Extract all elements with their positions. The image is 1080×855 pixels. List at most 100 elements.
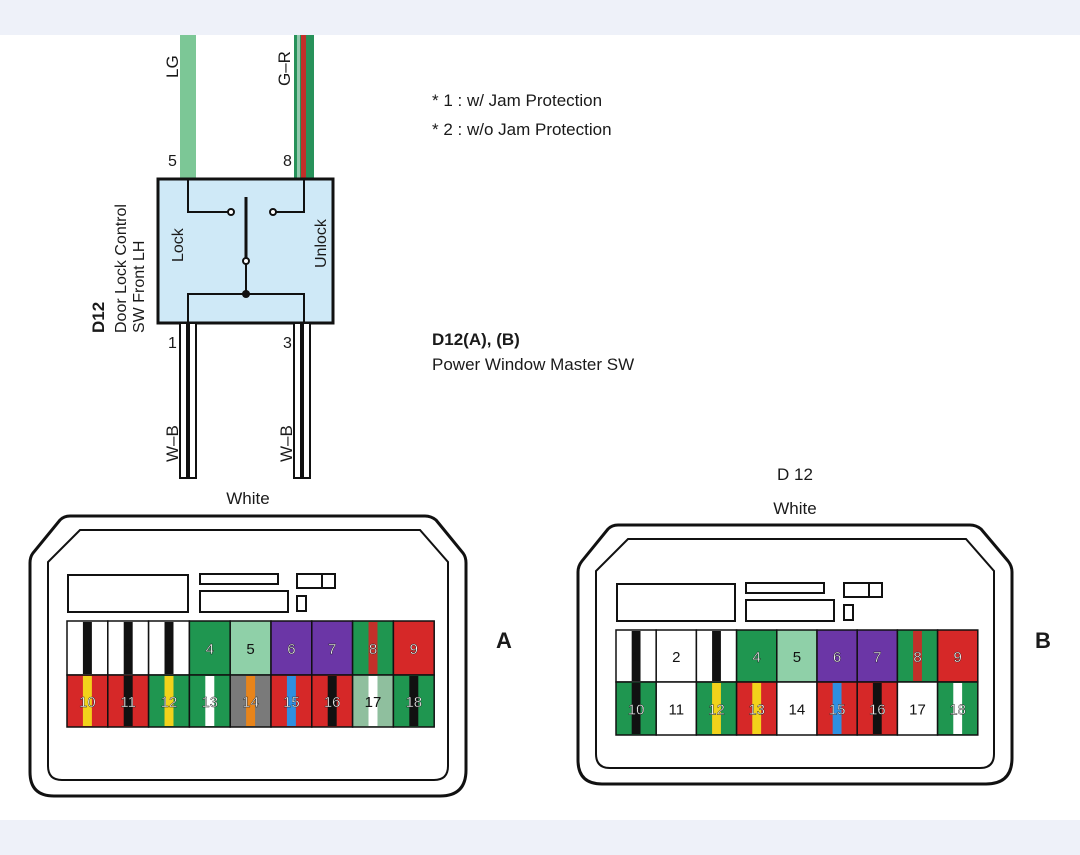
pin-cell-5: 5 [776, 629, 818, 683]
pin-cell-8: 8 [351, 620, 395, 676]
door-lock-switch: Lock Unlock [156, 177, 335, 325]
pin-number: 10 [79, 694, 96, 711]
connector-b-letter: B [1035, 628, 1051, 653]
pin-cell-5: 5 [229, 620, 272, 676]
wire-lg [180, 35, 196, 181]
pin-number: 15 [829, 702, 846, 719]
pin-number: 5 [246, 641, 254, 658]
pin-cell-14: 14 [229, 674, 272, 728]
pin-cell-15: 15 [816, 681, 858, 736]
pin-cell-6: 6 [816, 629, 858, 683]
pin-cell-7: 7 [311, 620, 354, 676]
pin-cell-12: 12 [147, 674, 191, 728]
pin-number: 6 [287, 641, 295, 658]
wire-label-w-b-1: W–B [163, 425, 182, 462]
pin-cell-1: 1 [66, 620, 109, 676]
pin-number: 17 [365, 694, 382, 711]
lock-label: Lock [170, 227, 187, 262]
pin-number: 18 [405, 694, 422, 711]
pin-cell-10: 10 [615, 681, 657, 736]
pin-number: 7 [328, 641, 336, 658]
pin-cell-12: 12 [695, 681, 738, 736]
pin-cell-16: 16 [311, 674, 354, 728]
notes: * 1 : w/ Jam Protection * 2 : w/o Jam Pr… [432, 91, 612, 139]
pin-number: 1 [83, 641, 91, 658]
pin-cell-16: 16 [856, 681, 899, 736]
pin-number: 7 [873, 649, 881, 666]
pin-number: 2 [124, 641, 132, 658]
pin-number: 4 [753, 649, 761, 666]
connector-b-color: White [773, 499, 816, 518]
master-switch-label: D12(A), (B) Power Window Master SW [432, 330, 634, 374]
pin-number: 11 [669, 702, 685, 719]
pin-number: 8 [913, 649, 921, 666]
pin-cell-1: 1 [615, 629, 657, 683]
pin-number: 4 [206, 641, 214, 658]
pin-number: 1 [632, 649, 640, 666]
pin-cell-4: 4 [735, 629, 778, 683]
pin-number: 14 [789, 702, 806, 719]
switch-name-line1: Door Lock Control [113, 204, 130, 333]
lock-contact [227, 208, 235, 216]
wire-label-lg: LG [163, 55, 182, 78]
pin-cell-11: 11 [655, 681, 698, 736]
pin-number: 11 [120, 694, 136, 711]
master-switch-name: Power Window Master SW [432, 355, 634, 374]
pin-label-3: 3 [283, 335, 292, 352]
pin-cell-11: 11 [107, 674, 150, 728]
pin-number: 12 [161, 694, 178, 711]
master-switch-id: D12(A), (B) [432, 330, 520, 349]
pin-number: 16 [324, 694, 341, 711]
pin-cell-7: 7 [856, 629, 899, 683]
switch-id: D12 [89, 302, 108, 333]
pin-number: 5 [793, 649, 801, 666]
pin-label-1: 1 [168, 335, 177, 352]
pin-cell-6: 6 [270, 620, 313, 676]
pin-number: 15 [283, 694, 300, 711]
pin-number: 9 [954, 649, 962, 666]
pin-number: 13 [748, 702, 765, 719]
pin-cell-4: 4 [188, 620, 231, 676]
pin-number: 6 [833, 649, 841, 666]
pin-cell-2: 2 [107, 620, 150, 676]
pin-cell-18: 18 [936, 681, 979, 736]
pin-number: 14 [242, 694, 259, 711]
unlock-label: Unlock [313, 218, 330, 268]
pin-number: 3 [712, 649, 720, 666]
switch-name-line2: SW Front LH [131, 241, 148, 333]
top-wires: LG G–R 5 8 [163, 35, 314, 181]
switch-name: D12 Door Lock Control SW Front LH [89, 204, 148, 333]
pin-cell-15: 15 [270, 674, 313, 728]
pin-cell-13: 13 [735, 681, 778, 736]
note-2: * 2 : w/o Jam Protection [432, 120, 612, 139]
pin-cell-14: 14 [776, 681, 818, 736]
note-1: * 1 : w/ Jam Protection [432, 91, 602, 110]
wire-g-r-stripe [301, 35, 306, 181]
pin-cell-3: 3 [695, 629, 738, 683]
pin-number: 3 [165, 641, 173, 658]
wire-label-g-r: G–R [275, 51, 294, 86]
pin-number: 17 [909, 702, 926, 719]
bottom-wires: 1 3 W–B W–B [163, 322, 311, 479]
pin-cell-18: 18 [392, 674, 435, 728]
pin-cell-10: 10 [66, 674, 109, 728]
connector-b-id: D 12 [777, 465, 813, 484]
pin-number: 12 [708, 702, 725, 719]
wire-label-w-b-3: W–B [277, 425, 296, 462]
pin-number: 13 [201, 694, 218, 711]
pin-number: 16 [869, 702, 886, 719]
connector-a-color: White [226, 489, 269, 508]
connector-a-letter: A [496, 628, 512, 653]
pin-cell-17: 17 [896, 681, 939, 736]
pin-cell-13: 13 [188, 674, 231, 728]
unlock-contact [269, 208, 277, 216]
pin-number: 9 [410, 641, 418, 658]
pin-number: 18 [949, 702, 966, 719]
pin-number: 2 [672, 649, 680, 666]
pin-cell-9: 9 [936, 629, 979, 683]
